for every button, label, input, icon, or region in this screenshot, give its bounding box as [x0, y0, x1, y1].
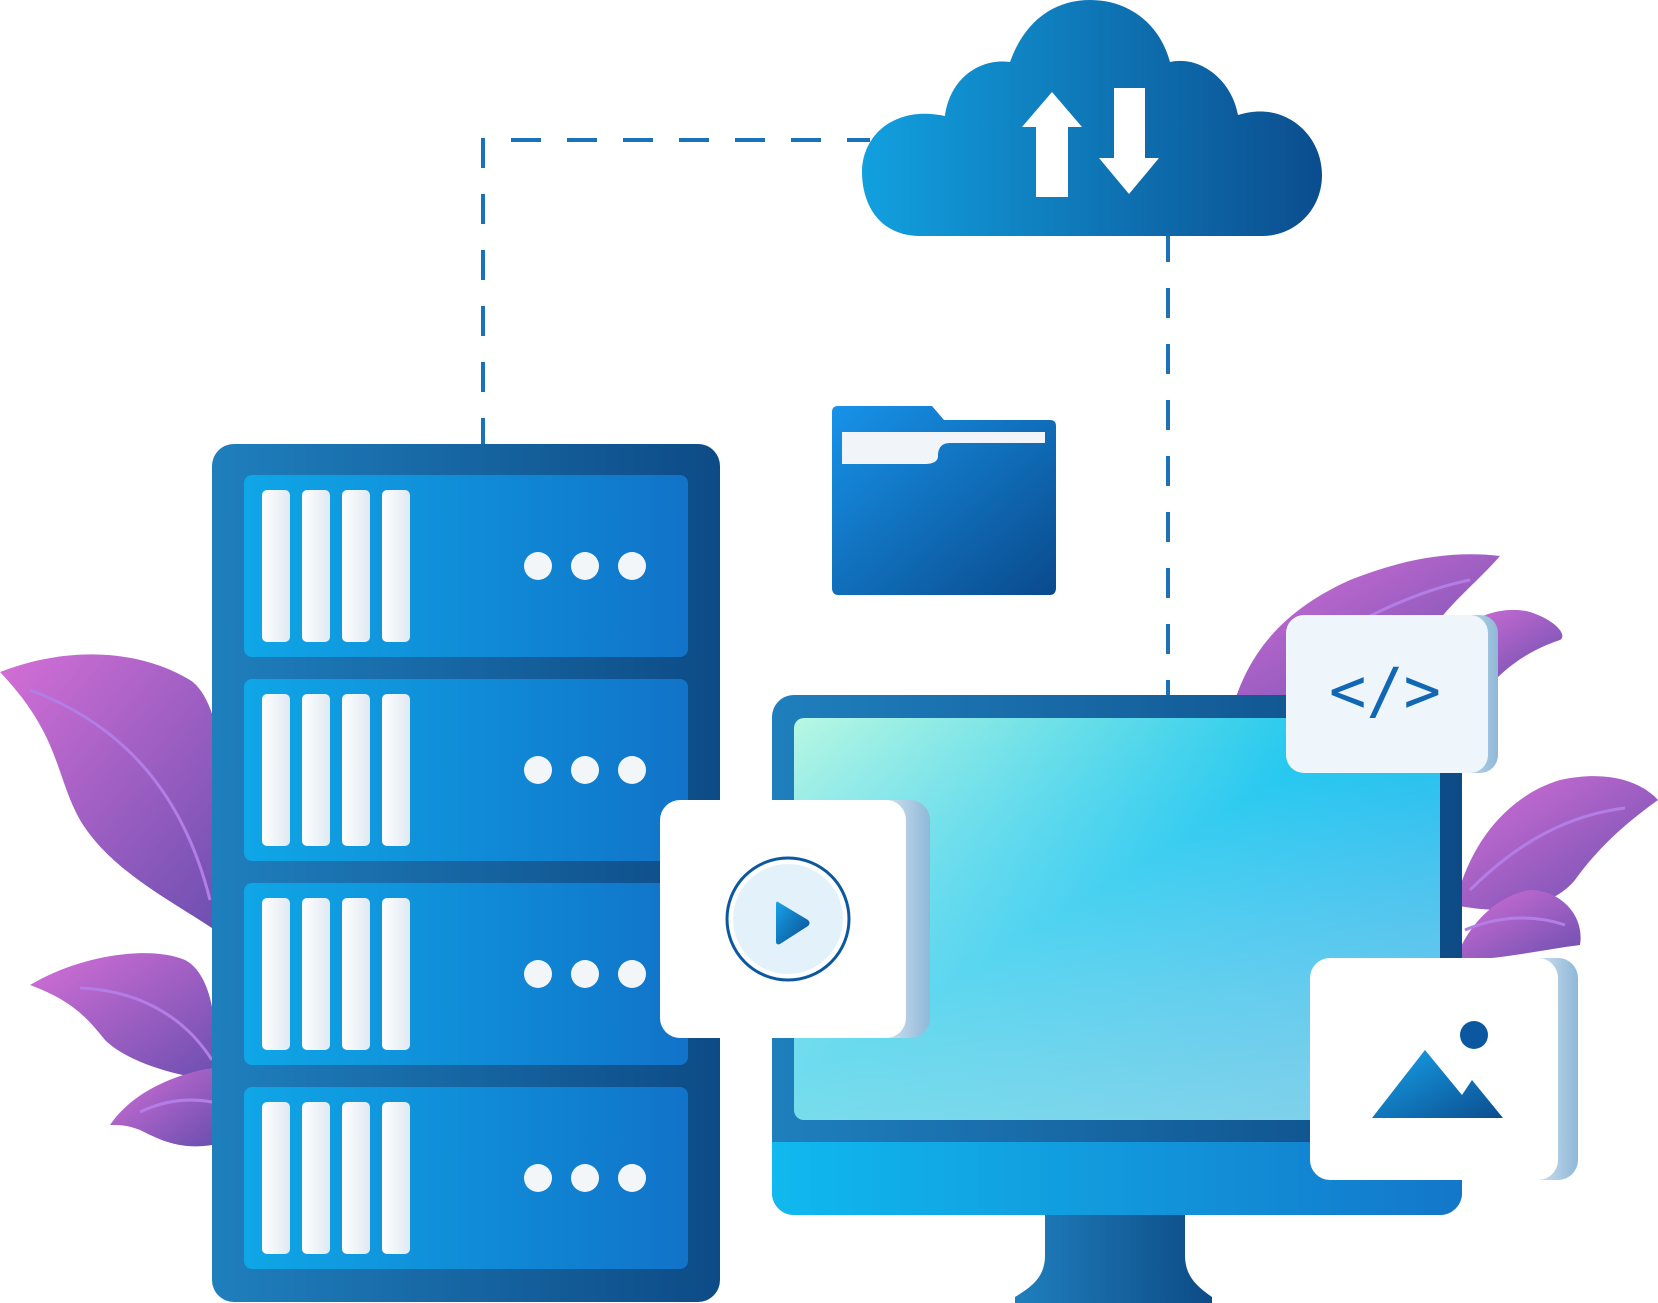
server-unit	[244, 883, 688, 1065]
code-card-body	[1286, 615, 1488, 773]
status-led	[618, 756, 646, 784]
leaf-right-lower-vein	[1464, 916, 1566, 932]
leaf-right-middle-vein	[1468, 806, 1626, 892]
leaves-left	[0, 654, 227, 1147]
drive-slot	[262, 490, 290, 642]
arrow-down-icon	[1099, 88, 1159, 194]
monitor-stand	[1015, 1210, 1212, 1303]
drive-slot	[342, 490, 370, 642]
drive-slot	[262, 898, 290, 1050]
drive-slot	[302, 490, 330, 642]
drive-slot	[302, 898, 330, 1050]
drive-slot	[262, 694, 290, 846]
status-led	[524, 552, 552, 580]
leaf-left-middle	[30, 953, 216, 1080]
status-led	[524, 756, 552, 784]
drive-slot	[262, 1102, 290, 1254]
status-led	[571, 1164, 599, 1192]
server-units	[244, 475, 688, 1269]
connector-server-cloud	[481, 138, 870, 448]
leaf-left-middle-vein	[79, 986, 214, 1061]
server-unit	[244, 1087, 688, 1269]
video-circle-outer	[725, 856, 851, 982]
leaf-right-lower	[1455, 890, 1581, 960]
status-led	[571, 552, 599, 580]
drive-slot	[302, 1102, 330, 1254]
cloud	[862, 0, 1322, 236]
leaf-right-middle	[1455, 776, 1658, 910]
status-led	[524, 960, 552, 988]
drive-slot	[382, 1102, 410, 1254]
server-unit	[244, 679, 688, 861]
status-led	[571, 756, 599, 784]
drive-slot	[382, 490, 410, 642]
status-led	[618, 1164, 646, 1192]
monitor-chin	[772, 1142, 1462, 1215]
drive-slot	[342, 1102, 370, 1254]
video-card[interactable]	[660, 800, 930, 1038]
drive-slot	[382, 898, 410, 1050]
drive-slot	[302, 694, 330, 846]
status-led	[571, 960, 599, 988]
cloud-sync-icon	[862, 0, 1322, 236]
drive-slot	[342, 898, 370, 1050]
arrow-up-icon	[1022, 92, 1082, 197]
status-led	[618, 960, 646, 988]
code-card[interactable]: </>	[1286, 615, 1498, 773]
monitor	[772, 695, 1462, 1303]
monitor-screen-shade	[794, 718, 1440, 1120]
status-led	[618, 552, 646, 580]
drive-slot	[342, 694, 370, 846]
image-card[interactable]	[1310, 958, 1578, 1180]
folder-paper	[842, 432, 1045, 464]
server-rack	[212, 444, 720, 1302]
play-icon[interactable]	[776, 901, 810, 945]
server-unit	[244, 475, 688, 657]
connection-lines	[481, 138, 1170, 695]
status-led	[524, 1164, 552, 1192]
leaf-left-bottom	[110, 1068, 212, 1147]
code-icon[interactable]: </>	[1329, 654, 1441, 727]
leaf-left-top-vein	[29, 688, 212, 901]
image-sun	[1460, 1021, 1488, 1049]
folder	[832, 406, 1056, 595]
drive-slot	[382, 694, 410, 846]
image-icon[interactable]	[1372, 1050, 1503, 1118]
leaf-left-top	[0, 654, 227, 930]
leaf-left-bottom-vein	[139, 1098, 213, 1114]
